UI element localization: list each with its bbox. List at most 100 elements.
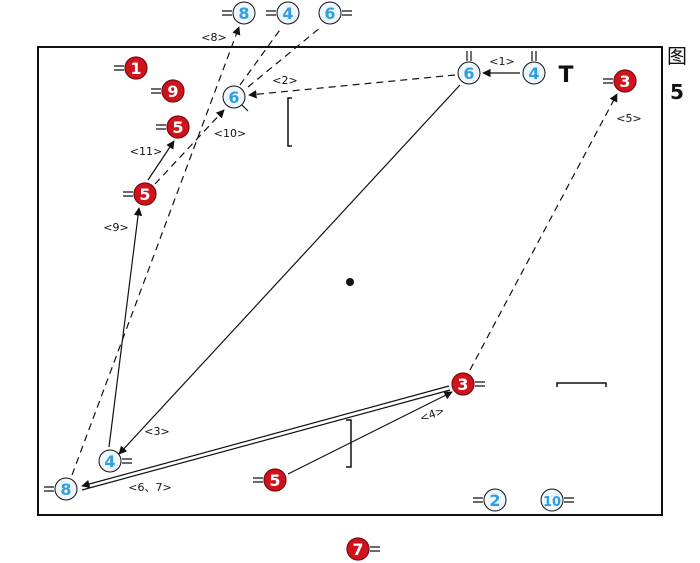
player-facing-tick [531,51,537,61]
red-player-3-6: 3 [451,372,485,396]
player-number: 5 [269,471,280,490]
route-line-5 [469,93,618,371]
court-boundary [37,46,663,516]
red-player-5-7: 5 [253,468,287,492]
center-spot [346,278,354,286]
player-facing-tick [222,10,232,16]
red-player-3-5: 3 [603,69,637,93]
route-line-9 [108,207,143,448]
player-disc [276,1,300,25]
player-number: 6 [463,64,474,83]
player-facing-tick [473,497,483,503]
player-number: 7 [352,540,363,559]
blue-player-8-16: 8 [44,477,78,501]
player-number: 5 [139,185,150,204]
route-label-11: <11> [130,145,162,158]
player-disc [222,85,246,109]
player-disc [451,372,475,396]
player-disc [522,61,546,85]
blue-player-6-13: 6 [457,51,481,85]
player-facing-tick [342,10,352,16]
route-line-7 [81,389,451,491]
player-number: 4 [528,64,539,83]
player-disc [613,69,637,93]
route-line-11 [147,140,175,181]
blue-player-2-17: 2 [473,488,507,512]
route-line-3 [118,84,461,455]
route-label-6-7: <6、7> [128,481,171,494]
player-facing-tick [156,124,166,130]
player-facing-tick [266,10,276,16]
player-disc [457,61,481,85]
blue-player-8-9: 8 [222,1,256,25]
player-facing-tick [253,477,263,483]
red-player-5-4: 5 [123,182,157,206]
player-disc [133,182,157,206]
player-number: 10 [543,495,561,510]
player-number: 6 [324,4,335,23]
player-disc [318,1,342,25]
player-number: 9 [167,82,178,101]
player-disc [346,537,370,561]
route-line-13 [247,26,322,88]
player-number: 4 [282,4,293,23]
red-player-1-1: 1 [114,56,148,80]
player-facing-tick [370,546,380,552]
player-number: 6 [228,88,239,107]
player-facing-tick [466,51,472,61]
route-label-10: <10> [214,127,246,140]
routes [71,26,618,491]
red-player-5-3: 5 [156,115,190,139]
player-number: 4 [104,452,115,471]
player-facing-tick [475,381,485,387]
player-number: 8 [238,4,249,23]
player-facing-tick [603,78,613,84]
player-number: 8 [60,480,71,499]
blue-player-6-11: 6 [318,1,352,25]
player-facing-tick [123,191,133,197]
player-number: 1 [130,59,141,78]
player-disc [98,449,122,473]
player-facing-tick [151,88,161,94]
route-label-1: <1> [489,55,514,68]
route-line-10 [154,109,225,185]
route-label-5: <5> [616,112,641,125]
figure-number: 5 [670,80,684,104]
figure-char: 图 [667,44,687,68]
goal-bracket-top [287,97,292,147]
player-number: 3 [457,375,468,394]
marker-t: T [558,63,573,88]
route-label-3: <3> [144,425,169,438]
player-facing-tick [44,486,54,492]
route-label-2: <2> [272,74,297,87]
blue-player-4-14: 4 [522,51,546,85]
route-line-2 [248,74,456,99]
player-facing-tick [564,497,574,503]
player-disc [232,1,256,25]
route-label-8: <8> [201,31,226,44]
route-line-4 [287,391,453,475]
players: 1 9 5 5 3 3 5 7 8 4 6 6 6 4 4 8 2 10 [44,1,637,561]
player-number: 2 [489,491,500,510]
player-facing-tick [241,104,249,112]
blue-player-4-10: 4 [266,1,300,25]
route-label-9: <9> [103,221,128,234]
player-number: 3 [619,72,630,91]
red-player-9-2: 9 [151,79,185,103]
goal-bracket-right [556,382,607,387]
player-disc [124,56,148,80]
route-line-6 [81,385,450,489]
blue-player-6-12: 6 [222,85,249,112]
blue-player-10-18: 10 [540,488,574,512]
route-line-8 [71,26,241,476]
player-disc [161,79,185,103]
player-facing-tick [122,458,132,464]
player-disc [166,115,190,139]
red-player-7-8: 7 [346,537,380,561]
player-facing-tick [114,65,124,71]
goal-bracket-bottom [346,419,352,468]
player-disc [540,488,564,512]
player-disc [54,477,78,501]
blue-player-4-15: 4 [98,449,132,473]
